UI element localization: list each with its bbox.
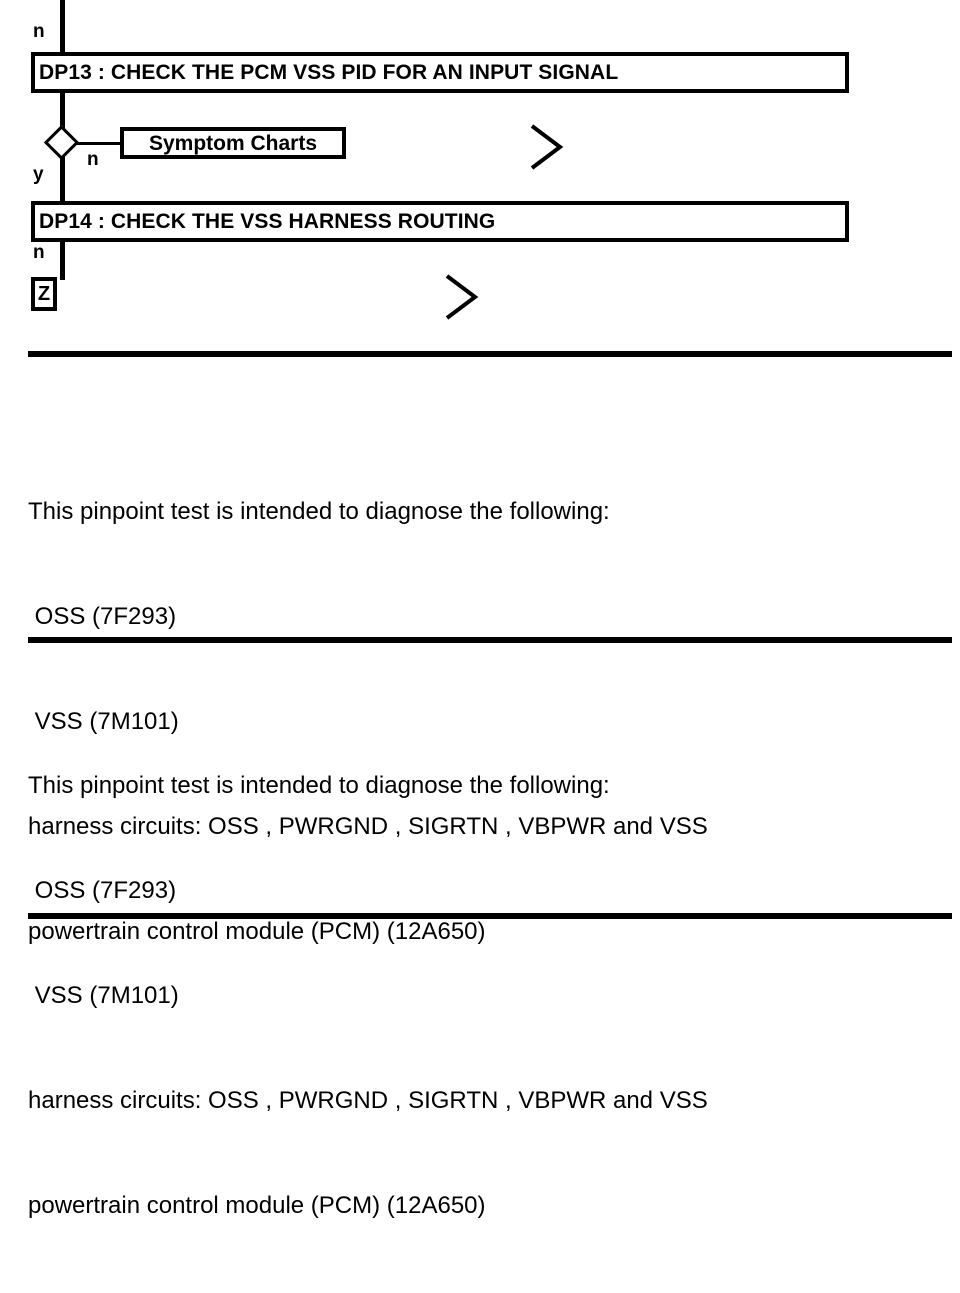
section-divider-3 bbox=[28, 913, 952, 919]
chevron-right-icon-2-svg bbox=[445, 274, 479, 320]
section-2-line-4: harness circuits: OSS , PWRGND , SIGRTN … bbox=[28, 1087, 708, 1114]
edge-label-decision-no: n bbox=[87, 149, 99, 170]
section-1-line-1: This pinpoint test is intended to diagno… bbox=[28, 498, 610, 525]
trunk-segment-decision-to-dp14 bbox=[60, 156, 65, 202]
section-2-line-5: powertrain control module (PCM) (12A650) bbox=[28, 1192, 486, 1219]
step-label-dp14: DP14 : CHECK THE VSS HARNESS ROUTING bbox=[39, 210, 496, 233]
document-canvas: n DP13 : CHECK THE PCM VSS PID FOR AN IN… bbox=[0, 0, 960, 1219]
chevron-right-icon-1-svg bbox=[530, 124, 564, 170]
terminal-box-z[interactable]: Z bbox=[31, 277, 57, 311]
section-1-line-2: OSS (7F293) bbox=[28, 603, 177, 630]
section-2-line-1: This pinpoint test is intended to diagno… bbox=[28, 772, 610, 799]
section-1-text: This pinpoint test is intended to diagno… bbox=[28, 424, 928, 1019]
section-1-line-3: VSS (7M101) bbox=[28, 708, 179, 735]
section-divider-1 bbox=[28, 351, 952, 357]
trunk-segment-dp13-to-decision bbox=[60, 93, 65, 128]
flowchart: n DP13 : CHECK THE PCM VSS PID FOR AN IN… bbox=[0, 0, 960, 340]
section-2-line-3: VSS (7M101) bbox=[28, 982, 179, 1009]
section-2-line-2: OSS (7F293) bbox=[28, 877, 177, 904]
section-2-text: This pinpoint test is intended to diagno… bbox=[28, 698, 928, 1293]
section-divider-2 bbox=[28, 637, 952, 643]
trunk-segment-dp14-to-terminal bbox=[60, 242, 65, 280]
section-1-line-5: powertrain control module (PCM) (12A650) bbox=[28, 918, 486, 945]
step-box-dp14[interactable]: DP14 : CHECK THE VSS HARNESS ROUTING bbox=[31, 201, 849, 242]
terminal-label-z: Z bbox=[37, 283, 51, 305]
link-label-symptom-charts: Symptom Charts bbox=[148, 131, 318, 155]
chevron-right-icon-1[interactable] bbox=[528, 122, 568, 177]
edge-label-incoming: n bbox=[33, 21, 45, 42]
step-box-dp13[interactable]: DP13 : CHECK THE PCM VSS PID FOR AN INPU… bbox=[31, 52, 849, 93]
trunk-segment-top bbox=[60, 0, 65, 52]
step-label-dp13: DP13 : CHECK THE PCM VSS PID FOR AN INPU… bbox=[39, 61, 619, 84]
branch-line-no bbox=[76, 142, 122, 145]
edge-label-decision-yes: y bbox=[33, 164, 44, 185]
decision-diamond[interactable] bbox=[43, 124, 80, 161]
chevron-right-icon-2[interactable] bbox=[443, 272, 483, 327]
link-box-symptom-charts[interactable]: Symptom Charts bbox=[120, 127, 346, 159]
section-1-line-4: harness circuits: OSS , PWRGND , SIGRTN … bbox=[28, 813, 708, 840]
edge-label-terminal: n bbox=[33, 242, 45, 263]
